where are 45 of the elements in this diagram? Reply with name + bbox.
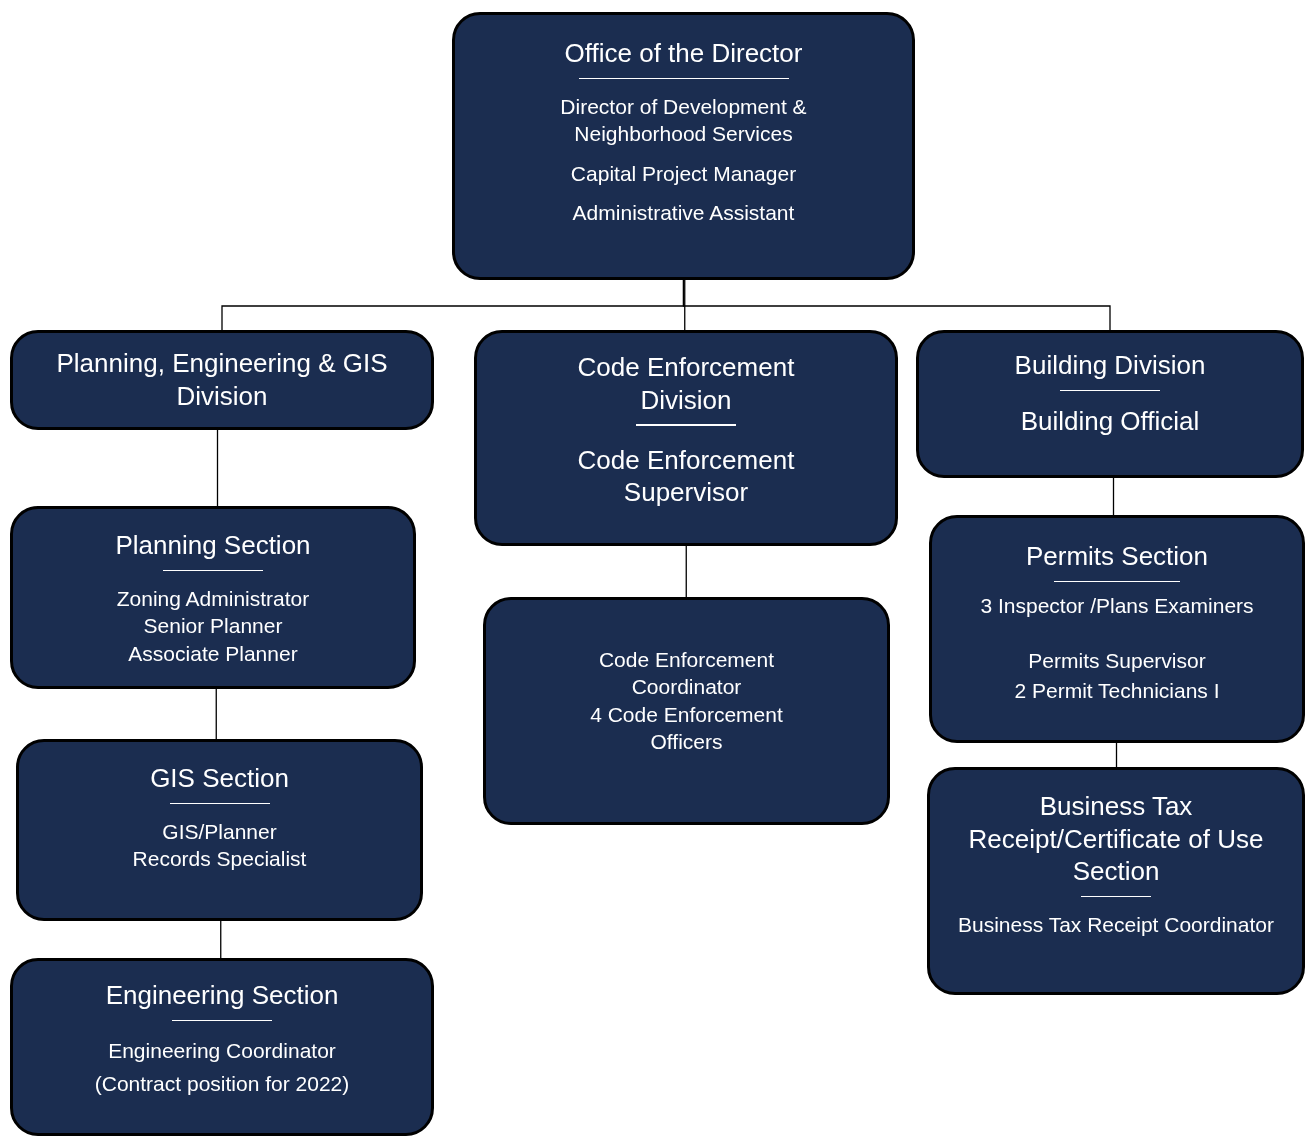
role-text: GIS/Planner	[162, 819, 277, 845]
role-text: Business Tax Receipt Coordinator	[958, 912, 1274, 938]
box-title: Business Tax Receipt/Certificate of Use Section	[967, 790, 1265, 888]
connector-line	[1112, 477, 1115, 516]
connector-line	[682, 279, 1111, 331]
role-text: Associate Planner	[128, 640, 298, 667]
connector-line	[684, 279, 686, 331]
role-text: Senior Planner	[143, 613, 283, 640]
role-text: Engineering Coordinator	[108, 1038, 336, 1064]
box-title: Planning Section	[115, 529, 311, 562]
role-text: Permits Supervisor	[1028, 648, 1206, 675]
connector-line	[220, 920, 222, 959]
box-title: GIS Section	[150, 762, 289, 795]
role-text: Director of Development & Neighborhood Services	[559, 94, 808, 148]
connector-line	[1115, 742, 1118, 768]
org-box	[916, 330, 1304, 478]
org-box	[474, 330, 898, 546]
connector-line	[215, 688, 217, 740]
box-title: Building Division	[1014, 349, 1206, 382]
role-text: Building Official	[1020, 405, 1200, 438]
role-text: Zoning Administrator	[116, 586, 310, 612]
org-box	[929, 515, 1305, 743]
org-box	[452, 12, 915, 280]
box-title: Code Enforcement Division	[576, 351, 796, 416]
role-text: 3 Inspector /Plans Examiners	[980, 593, 1254, 619]
org-box	[483, 597, 890, 825]
role-text: Administrative Assistant	[572, 199, 795, 226]
connector-line	[685, 545, 687, 598]
role-text: Code Enforcement Supervisor	[576, 443, 796, 509]
role-text: 2 Permit Technicians I	[1014, 677, 1220, 704]
connector-line	[216, 429, 219, 507]
box-title: Permits Section	[1025, 540, 1209, 573]
box-title: Engineering Section	[105, 979, 339, 1012]
org-box	[16, 739, 423, 921]
org-box	[10, 958, 434, 1136]
role-text: Records Specialist	[132, 846, 307, 873]
org-box	[10, 330, 434, 430]
org-box	[10, 506, 416, 689]
role-text: Capital Project Manager	[570, 160, 797, 187]
role-text: 4 Code Enforcement Officers	[589, 701, 784, 755]
box-title: Planning, Engineering & GIS Division	[55, 347, 389, 412]
role-text: (Contract position for 2022)	[94, 1071, 350, 1098]
org-box	[927, 767, 1305, 995]
box-title: Office of the Director	[564, 37, 803, 70]
role-text: Code Enforcement Coordinator	[597, 647, 776, 701]
